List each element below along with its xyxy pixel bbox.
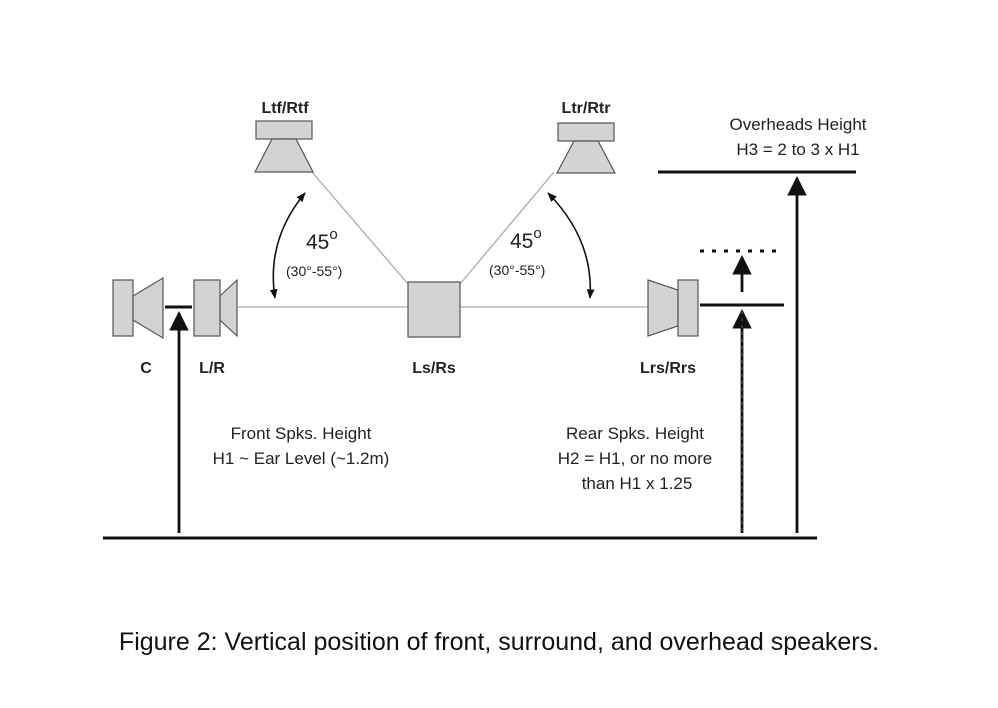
front-height-formula: H1 ~ Ear Level (~1.2m) <box>213 449 390 468</box>
rear-angle-value: 45o <box>510 225 542 253</box>
surround-speaker-icon <box>407 281 461 338</box>
overheads-height-title: Overheads Height <box>729 115 866 134</box>
center-speaker-label: C <box>140 360 152 377</box>
rear-angle-range: (30°-55°) <box>489 262 545 278</box>
rear-angle-arc-arrow <box>547 192 595 299</box>
front-height-title: Front Spks. Height <box>231 424 372 443</box>
center-speaker-icon <box>112 276 164 340</box>
front-angle-range: (30°-55°) <box>286 263 342 279</box>
surround-speaker-label: Ls/Rs <box>412 360 456 377</box>
top-rear-speaker-icon <box>556 122 616 174</box>
front-lr-speaker-label: L/R <box>199 360 225 377</box>
top-rear-speaker-label: Ltr/Rtr <box>562 100 611 117</box>
figure-caption: Figure 2: Vertical position of front, su… <box>118 628 880 656</box>
rear-surround-speaker-icon <box>647 279 699 337</box>
rear-height-title: Rear Spks. Height <box>566 424 704 443</box>
top-front-speaker-icon <box>254 120 314 173</box>
front-angle-arc-arrow <box>269 192 306 299</box>
front-lr-speaker-icon <box>193 278 238 338</box>
overheads-height-formula: H3 = 2 to 3 x H1 <box>736 140 859 159</box>
rear-diagonal-line <box>459 171 555 285</box>
rear-height-formula: H2 = H1, or no more <box>558 449 713 468</box>
top-front-speaker-label: Ltf/Rtf <box>261 100 309 117</box>
front-diagonal-line <box>311 171 409 285</box>
rear-height-formula-cont: than H1 x 1.25 <box>582 474 693 493</box>
front-angle-value: 45o <box>306 226 338 254</box>
rear-surround-speaker-label: Lrs/Rrs <box>640 360 696 377</box>
